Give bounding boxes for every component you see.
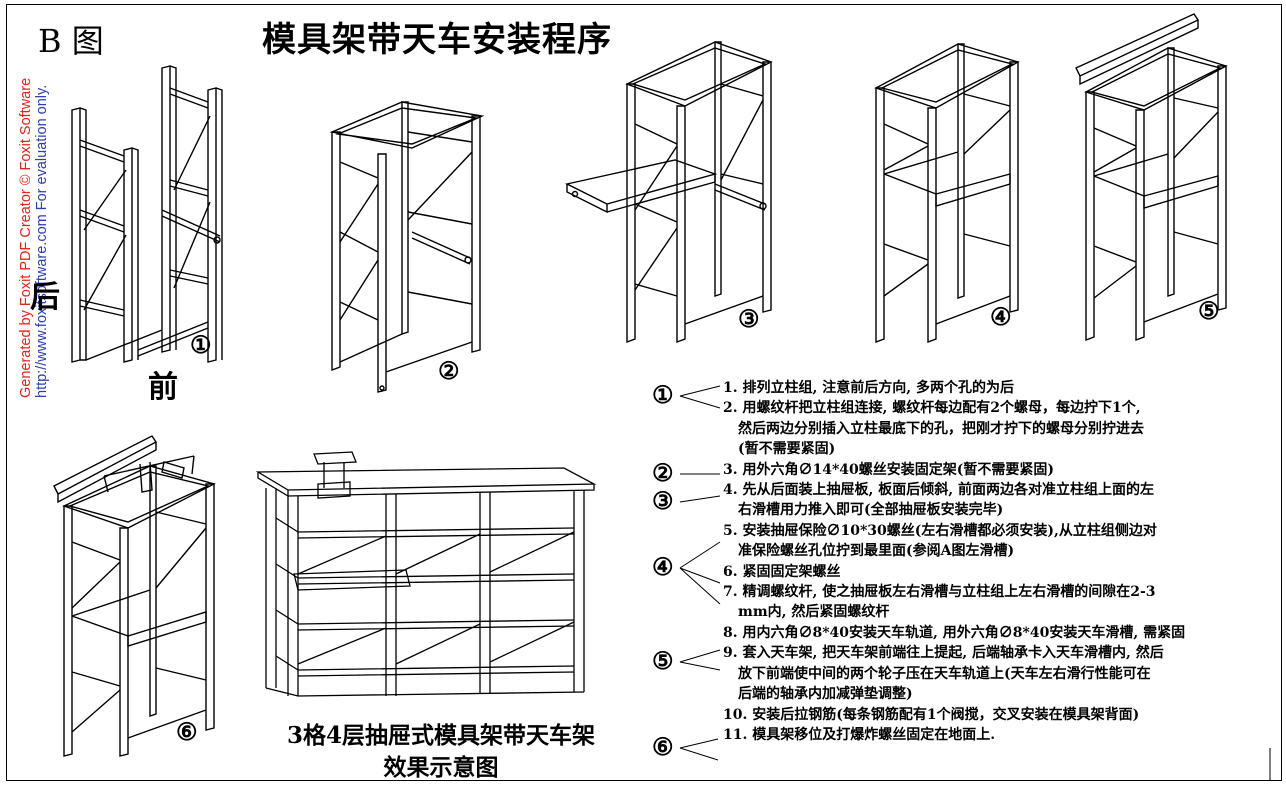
- figure-label: B 图: [38, 22, 104, 60]
- step-line: (暂不需要紧固): [738, 441, 836, 458]
- figure-2-rack-frame: [322, 92, 492, 392]
- step-line: 4. 先从后面装上抽屉板, 板面后倾斜, 前面两边各对准立柱组上面的左: [723, 482, 1154, 499]
- group-marker-3: ③: [652, 486, 674, 515]
- figure-6-crane-frame: [44, 432, 224, 762]
- group-marker-2: ②: [652, 458, 674, 487]
- step-line: 10. 安装后拉钢筋(每条钢筋配有1个阀搅，交叉安装在模具架背面): [723, 706, 1140, 723]
- effect-figure-3-bay-4-level: [254, 448, 598, 700]
- caption-line-1: 3格4层抽屉式模具架带天车架: [286, 722, 595, 749]
- front-label: 前: [148, 370, 178, 405]
- step-line: 3. 用外六角∅14*40螺丝安装固定架(暂不需要紧固): [723, 461, 1055, 478]
- step-line: 6. 紧固固定架螺丝: [723, 563, 841, 580]
- step-line: 后端的轴承内加减弹垫调整): [738, 686, 913, 703]
- figure-1-column-groups: [62, 60, 232, 370]
- step-line: 2. 用螺纹杆把立柱组连接, 螺纹杆每边配有2个螺母，每边拧下1个,: [723, 400, 1141, 417]
- step-line: 9. 套入天车架, 把天车架前端往上提起, 后端轴承卡入天车滑槽内, 然后: [723, 645, 1164, 662]
- installation-steps: 1. 排列立柱组, 注意前后方向, 多两个孔的为后 2. 用螺纹杆把立柱组连接,…: [723, 378, 1263, 745]
- step-line: 然后两边分别插入立柱最底下的孔，把刚才拧下的螺母分别拧进去: [738, 420, 1144, 437]
- caption-line-2: 效果示意图: [383, 754, 499, 781]
- back-label: 后: [30, 280, 60, 315]
- group-marker-6: ⑥: [652, 732, 674, 761]
- figure-number-2: ②: [438, 356, 460, 385]
- figure-number-1: ①: [190, 330, 212, 359]
- page-title: 模具架带天车安装程序: [262, 20, 612, 60]
- figure-number-4: ④: [990, 302, 1012, 331]
- step-line: 5. 安装抽屉保险∅10*30螺丝(左右滑槽都必须安装),从立柱组侧边对: [723, 522, 1157, 539]
- step-line: 11. 模具架移位及打爆炸螺丝固定在地面上.: [723, 726, 996, 743]
- step-line: mm内, 然后紧固螺纹杆: [738, 604, 890, 621]
- figure-5-crane-rails: [1072, 12, 1242, 342]
- figure-number-5: ⑤: [1198, 296, 1220, 325]
- step-line: 放下前端使中间的两个轮子压在天车轨道上(天车左右滑行性能可在: [738, 665, 1151, 682]
- step-line: 7. 精调螺纹杆, 使之抽屉板左右滑槽与立柱组上左右滑槽的间隙在2-3: [723, 584, 1156, 601]
- step-line: 1. 排列立柱组, 注意前后方向, 多两个孔的为后: [723, 380, 1014, 396]
- figure-number-3: ③: [738, 304, 760, 333]
- group-marker-1: ①: [652, 380, 674, 409]
- group-marker-4: ④: [652, 552, 674, 581]
- figure-number-6: ⑥: [176, 717, 198, 746]
- page-frame: [6, 4, 1282, 781]
- step-line: 8. 用内六角∅8*40安装天车轨道, 用外六角∅8*40安装天车滑槽, 需紧固: [723, 624, 1186, 641]
- figure-3-insert-drawer: [565, 34, 780, 344]
- step-line: 右滑槽用力推入即可(全部抽屉板安装完毕): [738, 502, 1004, 519]
- figure-4-drawers-installed: [868, 34, 1028, 344]
- group-marker-5: ⑤: [652, 646, 674, 675]
- step-line: 准保险螺丝孔位拧到最里面(参阅A图左滑槽): [738, 543, 1015, 560]
